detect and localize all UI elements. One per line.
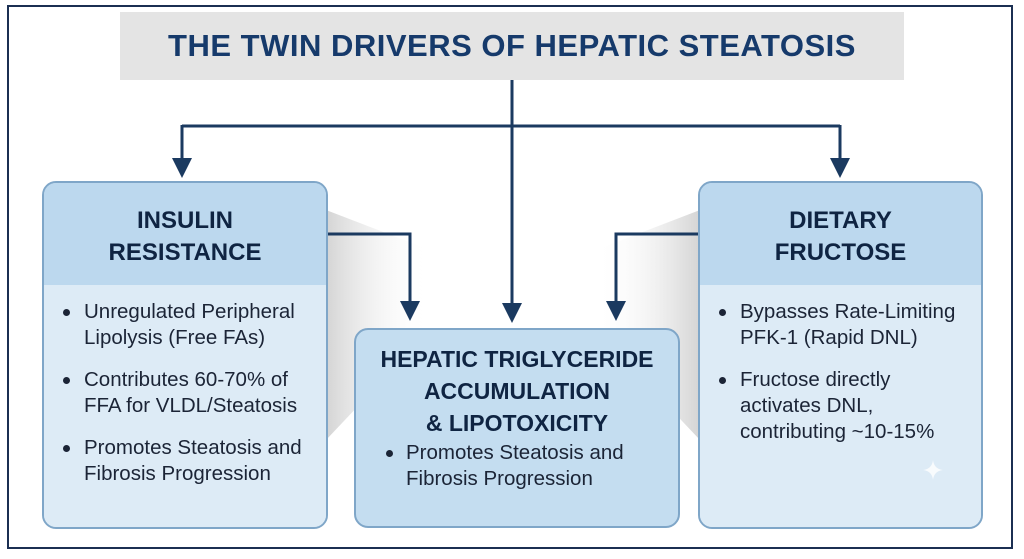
hepatic-triglyceride-list: Promotes Steatosis and Fibrosis Progress… xyxy=(356,440,678,492)
right-elbow-arrowhead xyxy=(606,301,626,321)
left-shadow xyxy=(326,210,430,440)
heading-line: FRUCTOSE xyxy=(774,239,907,266)
dietary-fructose-body: Bypasses Rate-Limiting PFK-1 (Rapid DNL)… xyxy=(700,285,981,527)
item-line: Fibrosis Progression xyxy=(406,467,593,490)
item-line: Fibrosis Progression xyxy=(84,462,271,485)
item-line: Fructose directly xyxy=(740,368,891,391)
hepatic-triglyceride-heading: HEPATIC TRIGLYCERIDE ACCUMULATION & LIPO… xyxy=(356,330,678,440)
item-line: contributing ~10-15% xyxy=(740,420,935,443)
diagram-title: THE TWIN DRIVERS OF HEPATIC STEATOSIS xyxy=(168,28,856,63)
item-line: Lipolysis (Free FAs) xyxy=(84,326,266,349)
list-item: Promotes Steatosis and Fibrosis Progress… xyxy=(44,435,326,487)
insulin-resistance-box: INSULIN RESISTANCE Unregulated Periphera… xyxy=(42,181,328,529)
item-line: Unregulated Peripheral xyxy=(84,300,295,323)
heading-line: & LIPOTOXICITY xyxy=(425,410,609,436)
item-line: Bypasses Rate-Limiting xyxy=(740,300,956,323)
item-line: Contributes 60-70% of xyxy=(84,368,288,391)
heading-line: RESISTANCE xyxy=(108,239,262,266)
list-item: Unregulated Peripheral Lipolysis (Free F… xyxy=(44,299,326,351)
heading-line: HEPATIC TRIGLYCERIDE xyxy=(380,346,654,372)
left-arrowhead xyxy=(172,158,192,178)
insulin-resistance-body: Unregulated Peripheral Lipolysis (Free F… xyxy=(44,285,326,527)
heading-line: ACCUMULATION xyxy=(423,378,611,404)
diagram-frame xyxy=(7,5,1013,549)
list-item: Bypasses Rate-Limiting PFK-1 (Rapid DNL) xyxy=(700,299,981,351)
item-line: Promotes Steatosis and xyxy=(84,436,302,459)
title-banner: THE TWIN DRIVERS OF HEPATIC STEATOSIS xyxy=(120,12,904,80)
heading-line: DIETARY xyxy=(789,207,892,234)
right-arrowhead xyxy=(830,158,850,178)
hepatic-triglyceride-box: HEPATIC TRIGLYCERIDE ACCUMULATION & LIPO… xyxy=(354,328,680,528)
insulin-resistance-heading: INSULIN RESISTANCE xyxy=(44,183,326,285)
item-line: FFA for VLDL/Steatosis xyxy=(84,394,298,417)
item-line: Promotes Steatosis and xyxy=(406,441,624,464)
left-elbow-line xyxy=(326,232,412,303)
dietary-fructose-heading: DIETARY FRUCTOSE xyxy=(700,183,981,285)
list-item: Contributes 60-70% of FFA for VLDL/Steat… xyxy=(44,367,326,419)
item-line: activates DNL, xyxy=(740,394,874,417)
right-elbow-line xyxy=(614,232,700,303)
center-arrowhead xyxy=(502,303,522,323)
list-item: Promotes Steatosis and Fibrosis Progress… xyxy=(356,440,678,492)
sparkle-icon xyxy=(923,460,943,480)
dietary-fructose-box: DIETARY FRUCTOSE Bypasses Rate-Limiting … xyxy=(698,181,983,529)
list-item: Fructose directly activates DNL, contrib… xyxy=(700,367,981,445)
left-elbow-arrowhead xyxy=(400,301,420,321)
heading-line: INSULIN xyxy=(137,207,233,234)
item-line: PFK-1 (Rapid DNL) xyxy=(740,326,918,349)
